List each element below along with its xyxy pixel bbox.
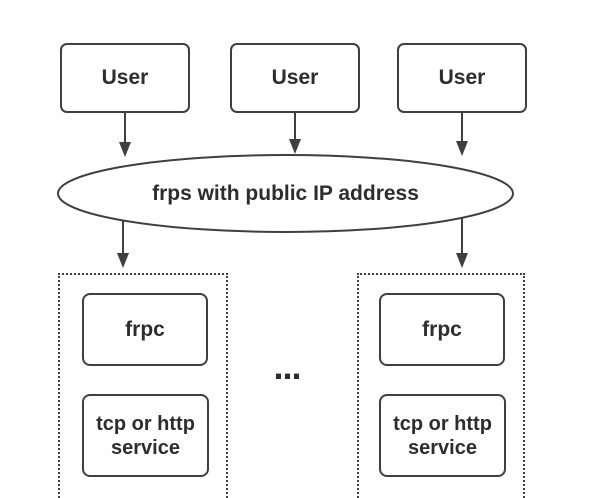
user-node-2: User [230,43,360,113]
frps-ellipse-shape [57,154,514,233]
service-node-2-label: tcp or http service [393,412,492,459]
frpc-node-2-label: frpc [422,317,462,341]
service-node-1: tcp or http service [82,394,209,477]
frpc-node-2: frpc [379,293,505,366]
user-node-1: User [60,43,190,113]
client-group-box-2 [357,273,525,498]
ellipsis-separator: ... [273,346,301,387]
arrow-frps-to-client2 [456,217,468,268]
user-node-2-label: User [271,66,319,89]
arrow-user2-to-frps [289,113,301,154]
client-group-box-1 [58,273,228,498]
user-node-1-label: User [101,66,149,89]
service-node-2: tcp or http service [379,394,506,477]
frps-server-label: frps with public IP address [152,181,419,205]
service-node-1-label: tcp or http service [96,412,195,459]
arrow-user3-to-frps [456,113,468,156]
arrow-user1-to-frps [119,113,131,157]
user-node-3: User [397,43,527,113]
user-node-3-label: User [438,66,486,89]
frpc-node-1-label: frpc [125,317,165,341]
arrow-frps-to-client1 [117,220,129,268]
frpc-node-1: frpc [82,293,208,366]
